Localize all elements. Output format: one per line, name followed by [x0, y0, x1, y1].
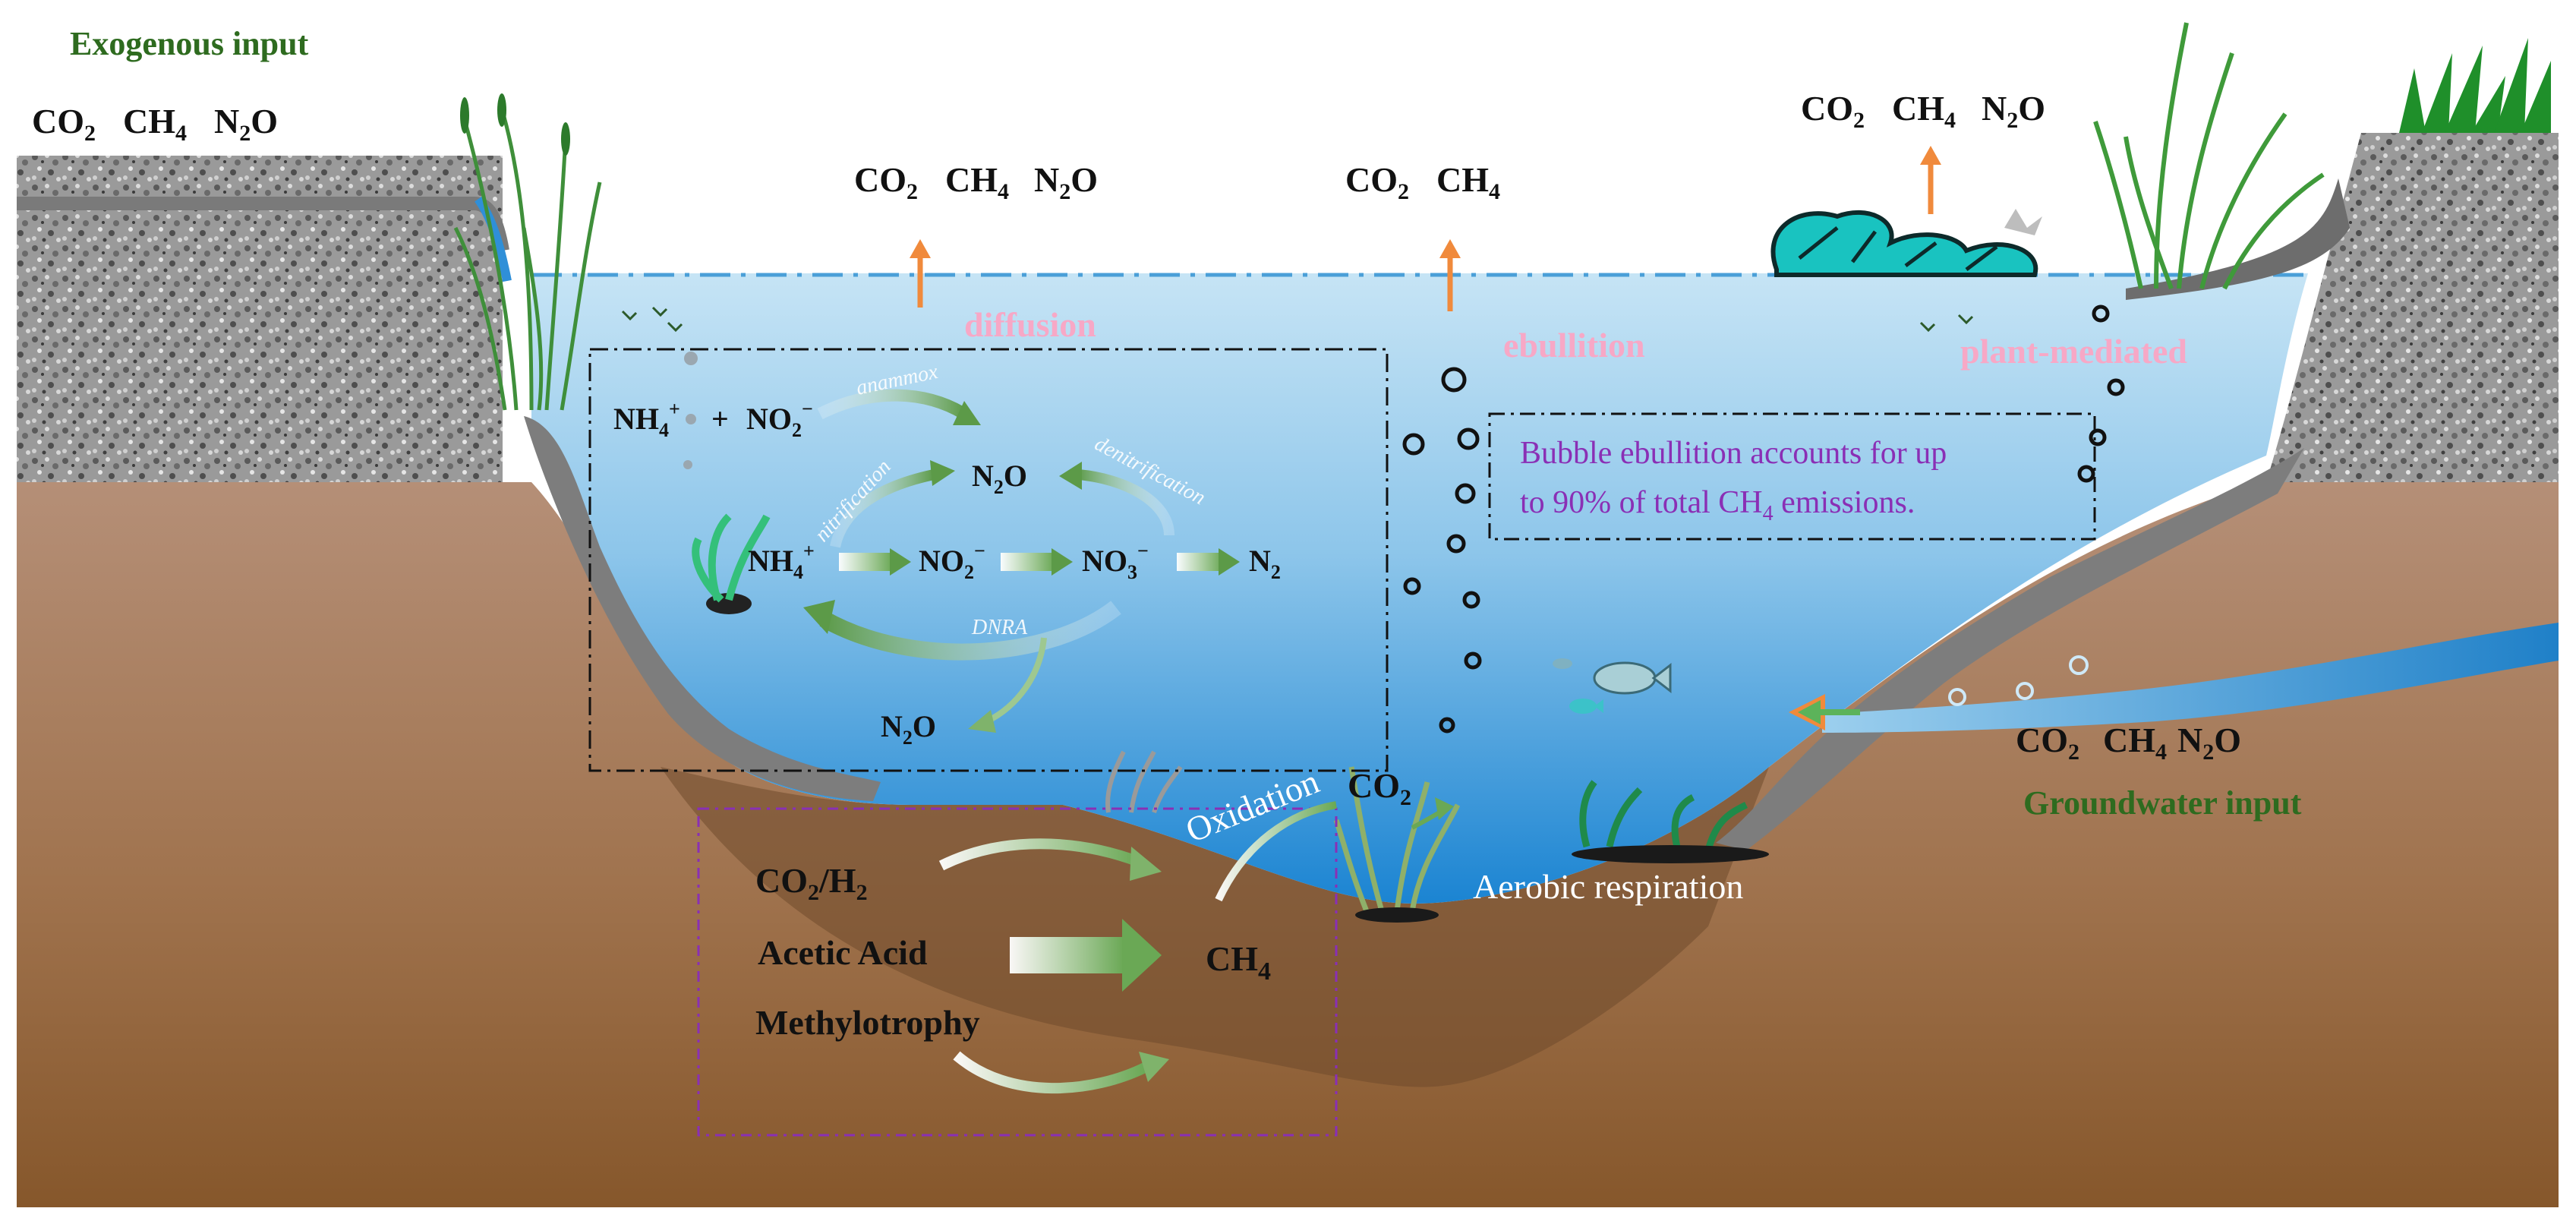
left-bank-slope	[524, 416, 881, 801]
groundwater-gases: CO2 CH4 N2O	[2016, 721, 2241, 765]
submerged-plant-center	[1333, 766, 1461, 913]
nitrification-curve	[830, 469, 935, 548]
no3-to-n2-arrow	[1177, 553, 1222, 571]
nh4-top: NH4+	[613, 398, 680, 441]
dnra-n2o-arrow	[985, 637, 1047, 724]
reed-heads	[460, 93, 570, 156]
right-bank-slope	[1716, 448, 2304, 850]
denitrification-curve	[1077, 469, 1174, 536]
floating-plants	[1770, 209, 2042, 277]
center-plant-sediment	[1355, 907, 1439, 923]
svg-text:CO2: CO2	[2016, 721, 2079, 765]
plant-mediated-gases: CO2 CH4 N2O	[1801, 89, 2045, 133]
n-cycle-species: NH4+ + NO2− N2O NH4+ NO2− NO3− N2 N2O	[613, 398, 1281, 749]
anammox-arrow	[817, 389, 968, 420]
ch4-product: CH4	[1206, 939, 1271, 986]
ebullition-note-box	[1488, 412, 2096, 541]
svg-text:to 90% of total CH4 emissions.: to 90% of total CH4 emissions.	[1520, 485, 1915, 525]
aerobic-respiration-label: Aerobic respiration	[1473, 867, 1743, 906]
svg-text:N2O: N2O	[1982, 89, 2045, 133]
diffusion-gases: CO2 CH4 N2O	[854, 160, 1098, 204]
dnra-label: DNRA	[971, 616, 1028, 639]
small-gray-bubbles	[683, 352, 698, 469]
exogenous-gases: CO2 CH4 N2O	[32, 102, 278, 146]
no2-top: NO2−	[746, 398, 813, 441]
svg-text:CO2/H2: CO2/H2	[755, 861, 868, 905]
dnra-arrow	[819, 601, 1121, 661]
no2-to-no3-arrow	[1001, 553, 1054, 571]
no2-mid: NO2−	[919, 540, 985, 583]
svg-text:Methylotrophy: Methylotrophy	[755, 1003, 980, 1042]
svg-text:CH4: CH4	[2103, 721, 2167, 765]
right-reeds	[2093, 22, 2325, 290]
svg-text:CO2: CO2	[32, 102, 96, 146]
plant-mediated-label: plant-mediated	[1960, 332, 2187, 371]
ebullition-gases: CO2 CH4	[1345, 160, 1500, 204]
fish-small	[1553, 658, 1603, 714]
n2o-center: N2O	[972, 459, 1027, 498]
ebullition-bubbles	[1402, 367, 1482, 733]
right-grass-clump	[2399, 38, 2551, 133]
n2o-bottom: N2O	[881, 709, 936, 749]
diffusion-label: diffusion	[964, 305, 1096, 344]
svg-text:Bubble ebullition accounts for: Bubble ebullition accounts for up	[1520, 436, 1947, 471]
sediment-shadow	[661, 767, 1769, 1087]
co2-oxidation-product: CO2	[1348, 766, 1411, 810]
exogenous-input-title: Exogenous input	[70, 25, 309, 62]
svg-text:N2O: N2O	[214, 102, 278, 146]
svg-text:N2O: N2O	[2177, 721, 2241, 765]
pipe-outflow	[475, 196, 512, 282]
groundwater-arrow-head	[1798, 700, 1821, 724]
plus-sign: +	[711, 402, 729, 436]
n-cycle-arrows	[803, 389, 1240, 733]
groundwater-input-title: Groundwater input	[2023, 784, 2302, 822]
groundwater-stream	[1822, 623, 2559, 733]
nh4-to-no2-arrow	[839, 553, 892, 571]
no3-mid: NO3−	[1082, 540, 1149, 583]
bottom-weeds	[1105, 750, 1183, 813]
methanogenesis-substrates: CO2/H2 Acetic Acid Methylotrophy	[755, 861, 980, 1042]
svg-text:N2O: N2O	[1034, 160, 1098, 204]
left-reeds	[453, 106, 602, 411]
svg-text:CO2: CO2	[854, 160, 918, 204]
emission-arrows	[910, 146, 1941, 311]
methanogenesis-box	[697, 807, 1338, 1137]
ebullition-label: ebullition	[1503, 326, 1645, 364]
right-bank-top	[2126, 178, 2350, 300]
svg-text:CH4: CH4	[1892, 89, 1956, 133]
plant-bubbles	[2077, 304, 2125, 483]
nh4-mid: NH4+	[748, 540, 815, 583]
svg-text:Acetic Acid: Acetic Acid	[758, 933, 928, 972]
svg-text:CH4: CH4	[123, 102, 187, 146]
algae-sprigs	[621, 306, 1974, 333]
nitrogen-cycle-box	[588, 348, 1389, 772]
left-bank-plant	[692, 513, 771, 614]
stream-bubbles	[1948, 655, 2089, 706]
svg-text:CO2: CO2	[1345, 160, 1409, 204]
methane-arrows	[938, 797, 1454, 1094]
n2-mid: N2	[1249, 544, 1281, 583]
fish-large	[1593, 661, 1672, 695]
right-plant-sediment	[1572, 845, 1769, 863]
right-submerged-plants	[1579, 780, 1748, 852]
svg-text:CH4: CH4	[1436, 160, 1500, 204]
ebullition-note: Bubble ebullition accounts for up to 90%…	[1520, 436, 1947, 525]
svg-text:CH4: CH4	[945, 160, 1009, 204]
svg-text:CO2: CO2	[1801, 89, 1865, 133]
